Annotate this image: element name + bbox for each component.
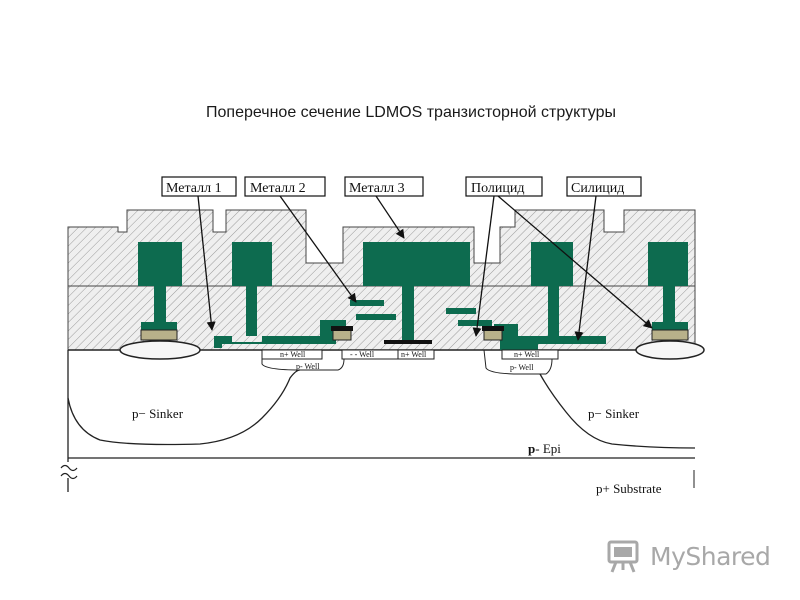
label-box-metal2 (244, 176, 326, 197)
presentation-screen-icon (607, 540, 639, 573)
contact-silicide-right (651, 329, 689, 341)
arrow-policide-left (472, 195, 495, 337)
contact-metal-left (141, 322, 177, 330)
gate-policide-left (332, 329, 352, 341)
metal2-block-1 (138, 242, 182, 286)
sinker-left-boundary (67, 369, 301, 446)
epi-p-label: p (528, 441, 535, 456)
contact-silicide-left (140, 329, 178, 341)
sinker-left-label: p− Sinker (132, 406, 184, 421)
metal2-block-3 (531, 242, 573, 286)
p-well-right-label: p- Well (510, 363, 534, 372)
label-box-silicide (566, 176, 642, 197)
metal1-right-trace (494, 324, 606, 350)
gate-metal-left (331, 326, 353, 331)
metal2-slab-left-2 (356, 314, 396, 320)
metal1-left-step (320, 320, 346, 326)
metal2-slab-left (350, 300, 384, 306)
break-symbol (60, 464, 78, 480)
n-well-right-label: n+ Well (514, 350, 540, 359)
via-pillar-2 (246, 286, 257, 336)
field-oxide-left (119, 340, 201, 360)
p-well-center-label: - - Well (350, 350, 375, 359)
contact-metal-right (652, 322, 688, 330)
label-box-metal3 (344, 176, 424, 197)
epi-rest-label: - Epi (535, 441, 561, 456)
label-box-policide (465, 176, 543, 197)
arrow-policide-right (497, 195, 653, 329)
n-well-center-box (397, 349, 435, 360)
logo-text: MyShared (650, 541, 771, 571)
field-oxide-right (635, 340, 705, 360)
via-pillar-1 (154, 286, 166, 322)
sinker-right-boundary (539, 373, 696, 449)
label-silicide: Силицид (571, 181, 624, 196)
gate-metal-right (482, 326, 504, 331)
epi-label: p- Epi (528, 441, 561, 456)
arrow-metal3 (375, 195, 405, 239)
metal2-block-2 (232, 242, 272, 286)
metal1-left-trace (214, 324, 344, 348)
page-title: Поперечное сечение LDMOS транзисторной с… (206, 104, 616, 121)
n-well-left-box (261, 349, 323, 360)
n-well-right-box (501, 349, 559, 360)
label-metal3: Металл 3 (349, 181, 405, 196)
arrow-metal1 (197, 195, 216, 331)
metal2-block-4 (648, 242, 688, 286)
label-metal2: Металл 2 (250, 181, 306, 196)
gate-policide-right (483, 329, 503, 341)
drain-contact-center (384, 340, 432, 344)
arrow-metal2 (279, 195, 357, 303)
via-pillar-4 (548, 286, 559, 336)
p-well-right-outline (483, 349, 553, 375)
label-box-metal1 (161, 176, 237, 197)
metal2-slab-right (446, 308, 476, 314)
myshared-logo: MyShared (606, 536, 771, 576)
p-well-left-label: p- Well (296, 362, 320, 371)
arrow-silicide (574, 195, 597, 341)
metal2-slab-right-2 (458, 320, 492, 326)
metal3-block (363, 242, 470, 286)
n-well-left-label: n+ Well (280, 350, 306, 359)
sinker-right-label: p− Sinker (588, 406, 640, 421)
via-pillar-3 (402, 286, 414, 342)
via-pillar-5 (663, 286, 675, 322)
substrate-label: p+ Substrate (596, 481, 662, 496)
label-policide: Полицид (471, 181, 525, 196)
label-metal1: Металл 1 (166, 181, 222, 196)
n-well-center-label: n+ Well (401, 350, 427, 359)
